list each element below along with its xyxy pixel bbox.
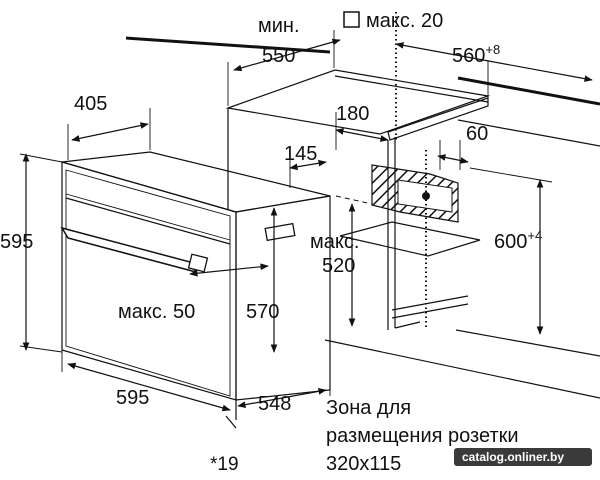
niche-foot	[394, 321, 421, 329]
dim-405-line	[71, 122, 149, 142]
label-60: 60	[466, 123, 488, 145]
label-145: 145	[284, 143, 317, 165]
square-symbol	[343, 11, 360, 28]
dim-548-line	[237, 388, 327, 408]
dim-595h-ext-top	[19, 153, 63, 163]
zone-caption-line1: Зона для	[326, 397, 411, 419]
label-550: 550	[262, 45, 295, 67]
niche-right-top	[387, 97, 489, 141]
dim-600-ext	[469, 167, 553, 183]
floor-line	[324, 339, 600, 399]
control-strip-line	[65, 193, 231, 241]
dim-560-line	[395, 42, 593, 82]
label-max20: макс. 20	[366, 10, 443, 32]
oven-front-inner	[65, 169, 231, 397]
dim-19-mark	[225, 415, 237, 429]
label-180: 180	[336, 103, 369, 125]
label-548: 548	[258, 393, 291, 415]
label-595-width: 595	[116, 387, 149, 409]
label-595-height: 595	[0, 231, 33, 253]
dim-max50-line	[189, 263, 269, 277]
countertop-left-edge	[125, 36, 331, 54]
niche-shelf	[339, 221, 481, 257]
niche-top-inner	[334, 75, 489, 103]
label-560: 560+8	[452, 42, 500, 67]
label-max50: макс. 50	[118, 301, 195, 323]
label-520: 520	[322, 255, 355, 277]
zone-caption-line2: размещения розетки	[326, 425, 519, 447]
countertop-right-edge	[457, 76, 600, 106]
label-570: 570	[246, 301, 279, 323]
back-wall-bottom	[455, 329, 600, 357]
watermark-bg	[454, 448, 592, 466]
watermark-text: catalog.onliner.by	[462, 450, 564, 464]
dim-550-line	[233, 38, 341, 72]
dim-520-ext	[335, 195, 373, 205]
handle-end	[187, 253, 209, 273]
watermark: catalog.onliner.by	[454, 448, 592, 466]
dim-180-line	[335, 128, 389, 142]
niche-floor-front	[391, 295, 469, 311]
door-handle	[60, 226, 198, 274]
label-19: *19	[210, 454, 239, 475]
label-max: макс.	[310, 231, 359, 253]
zone-caption-line3: 320x115	[326, 453, 401, 475]
label-405: 405	[74, 93, 107, 115]
oven	[60, 151, 331, 420]
cabinet-niche	[125, 36, 600, 399]
label-600: 600+4	[494, 228, 542, 253]
back-wall-top	[457, 119, 600, 147]
label-min: мин.	[258, 15, 300, 37]
dim-595w-line	[67, 362, 231, 412]
niche-floor-front-2	[391, 303, 469, 319]
dim-60-line	[437, 154, 469, 164]
dimensions	[19, 12, 593, 429]
control-strip-bottom	[65, 197, 231, 245]
side-bracket	[264, 222, 296, 242]
oven-front	[61, 161, 237, 401]
dim-595h-ext-bottom	[19, 345, 63, 353]
labels: мин. макс. 20 550 560+8 405 180 60 145 5…	[0, 10, 542, 475]
dim-145-line	[289, 159, 327, 171]
